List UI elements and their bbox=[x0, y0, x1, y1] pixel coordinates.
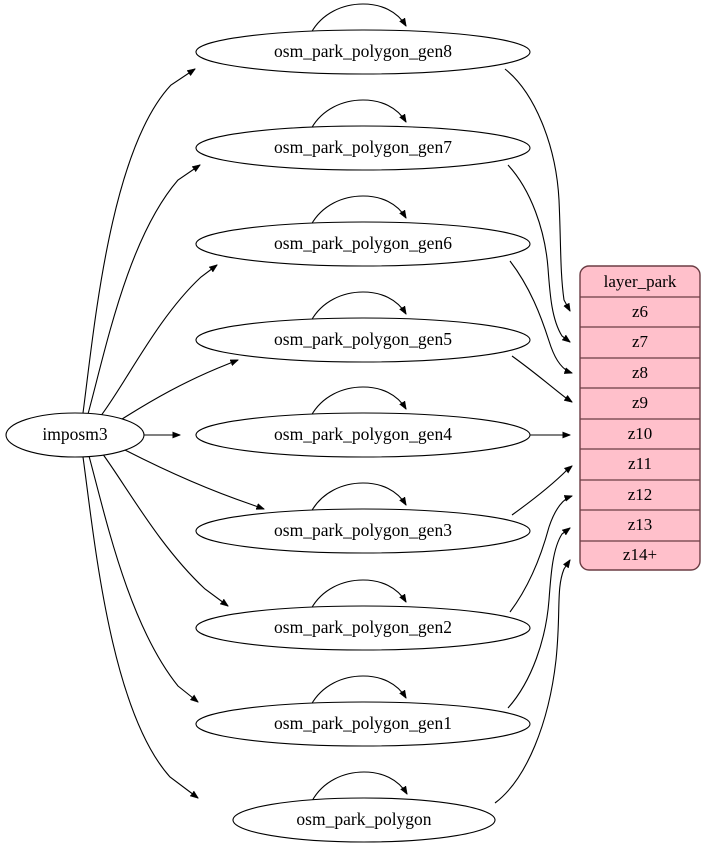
edge-gen6-to-z8 bbox=[509, 260, 572, 373]
node-gen2[interactable]: osm_park_polygon_gen2 bbox=[195, 605, 531, 651]
node-gen6[interactable]: osm_park_polygon_gen6 bbox=[195, 221, 531, 267]
node-imposm3[interactable]: imposm3 bbox=[5, 412, 145, 458]
node-gen3[interactable]: osm_park_polygon_gen3 bbox=[195, 508, 531, 554]
node-label-gen1: osm_park_polygon_gen1 bbox=[274, 713, 452, 733]
node-label-gen6: osm_park_polygon_gen6 bbox=[274, 233, 452, 253]
self-loop-gen6 bbox=[310, 195, 406, 226]
edge-imposm3-to-base bbox=[82, 456, 198, 798]
edges-from-imposm3 bbox=[82, 69, 264, 798]
table-body bbox=[579, 265, 701, 571]
table-row-z12[interactable]: z12 bbox=[628, 485, 653, 504]
edges-to-layer-table bbox=[494, 68, 572, 804]
node-label-base: osm_park_polygon bbox=[296, 809, 431, 829]
layer-park-table[interactable]: layer_park z6 z7 z8 z9 z10 z11 z12 z13 z… bbox=[579, 265, 701, 571]
node-ellipse-gen5[interactable] bbox=[195, 317, 531, 363]
node-ellipse-gen3[interactable] bbox=[195, 508, 531, 554]
self-loop-gen4 bbox=[310, 386, 406, 417]
node-base[interactable]: osm_park_polygon bbox=[232, 797, 496, 843]
edge-gen2-to-z12 bbox=[509, 496, 572, 613]
table-row-z13[interactable]: z13 bbox=[628, 515, 653, 534]
table-row-z9[interactable]: z9 bbox=[632, 393, 648, 412]
table-row-z14plus[interactable]: z14+ bbox=[623, 545, 657, 564]
node-ellipse-gen1[interactable] bbox=[195, 701, 531, 747]
node-label-imposm3: imposm3 bbox=[42, 424, 107, 444]
edge-gen7-to-z7 bbox=[507, 164, 570, 342]
node-label-gen7: osm_park_polygon_gen7 bbox=[274, 137, 452, 157]
node-ellipse-gen8[interactable] bbox=[195, 29, 531, 75]
self-loop-gen8 bbox=[310, 3, 406, 34]
node-ellipse-gen4[interactable] bbox=[195, 412, 531, 458]
edge-gen5-to-z9 bbox=[511, 355, 572, 402]
node-label-gen4: osm_park_polygon_gen4 bbox=[274, 424, 452, 444]
node-ellipse-gen6[interactable] bbox=[195, 221, 531, 267]
node-label-gen3: osm_park_polygon_gen3 bbox=[274, 520, 452, 540]
node-ellipse-gen2[interactable] bbox=[195, 605, 531, 651]
table-row-z10[interactable]: z10 bbox=[628, 424, 653, 443]
edge-gen8-to-z6 bbox=[504, 68, 570, 311]
table-row-z11[interactable]: z11 bbox=[628, 454, 652, 473]
edge-imposm3-to-gen5 bbox=[118, 359, 238, 422]
node-gen7[interactable]: osm_park_polygon_gen7 bbox=[195, 125, 531, 171]
node-label-gen5: osm_park_polygon_gen5 bbox=[274, 329, 452, 349]
self-loop-gen5 bbox=[310, 291, 406, 322]
node-label-gen8: osm_park_polygon_gen8 bbox=[274, 41, 452, 61]
node-gen4[interactable]: osm_park_polygon_gen4 bbox=[195, 412, 531, 458]
edge-gen3-to-z11 bbox=[511, 466, 572, 516]
edge-imposm3-to-gen7 bbox=[87, 165, 200, 415]
edge-gen1-to-z13 bbox=[507, 528, 570, 709]
edge-base-to-z14 bbox=[494, 560, 570, 804]
node-ellipse-imposm3[interactable] bbox=[5, 412, 145, 458]
node-ellipse-base[interactable] bbox=[232, 797, 496, 843]
self-loop-gen1 bbox=[310, 675, 406, 706]
node-gen1[interactable]: osm_park_polygon_gen1 bbox=[195, 701, 531, 747]
table-row-z6[interactable]: z6 bbox=[632, 302, 648, 321]
edge-imposm3-to-gen3 bbox=[122, 448, 264, 509]
table-row-z7[interactable]: z7 bbox=[632, 332, 649, 351]
edge-imposm3-to-gen1 bbox=[88, 455, 198, 702]
self-loop-base bbox=[311, 771, 407, 802]
self-loop-gen7 bbox=[310, 99, 406, 130]
node-label-gen2: osm_park_polygon_gen2 bbox=[274, 617, 452, 637]
edge-imposm3-to-gen8 bbox=[82, 69, 195, 414]
self-loop-gen3 bbox=[310, 482, 406, 513]
self-loop-gen2 bbox=[310, 579, 406, 610]
node-gen5[interactable]: osm_park_polygon_gen5 bbox=[195, 317, 531, 363]
table-header-layer-park: layer_park bbox=[604, 272, 677, 291]
node-ellipse-gen7[interactable] bbox=[195, 125, 531, 171]
edge-imposm3-to-gen2 bbox=[101, 452, 228, 606]
node-gen8[interactable]: osm_park_polygon_gen8 bbox=[195, 29, 531, 75]
table-row-z8[interactable]: z8 bbox=[632, 363, 648, 382]
self-loops bbox=[310, 3, 407, 802]
edge-imposm3-to-gen6 bbox=[99, 265, 217, 418]
